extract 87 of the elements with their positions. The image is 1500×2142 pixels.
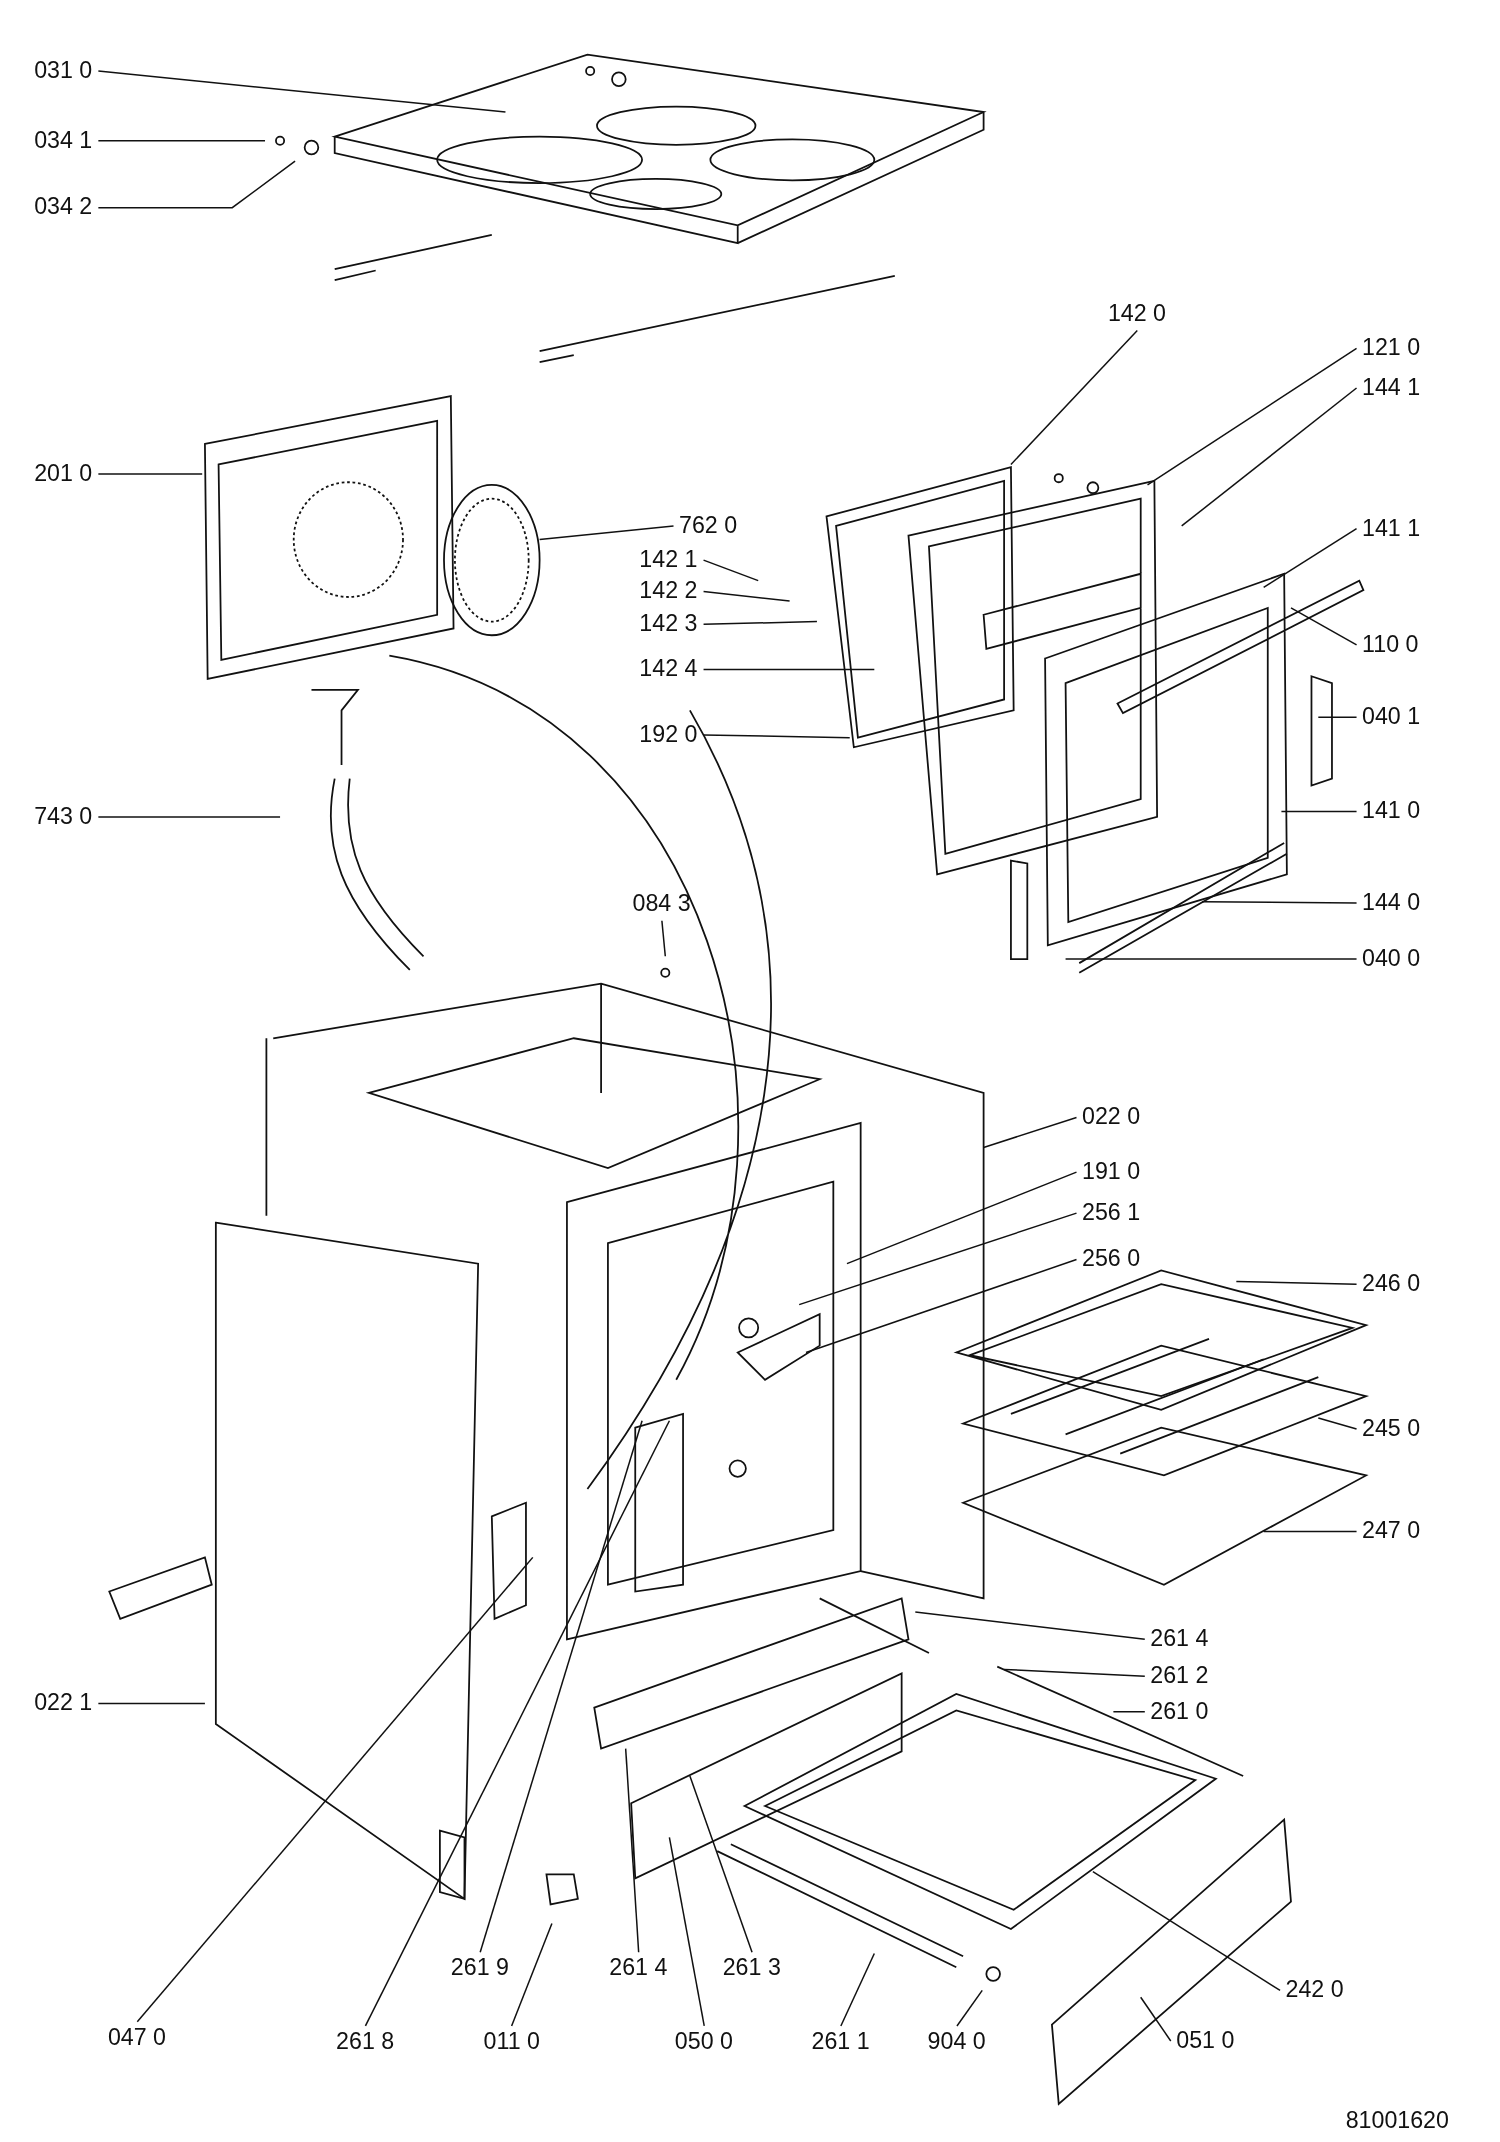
leader-line	[97, 139, 266, 142]
leader-line	[510, 1922, 553, 2027]
callout-number: 261 4	[609, 1956, 668, 1981]
callout-number: 762 0	[678, 513, 738, 539]
callout-number: 261 4	[1150, 1627, 1209, 1652]
leader-line	[805, 1258, 1078, 1354]
callout-number: 256 1	[1081, 1200, 1141, 1226]
callout-number: 022 0	[1081, 1105, 1141, 1130]
callout-number: 261 9	[450, 1956, 509, 1981]
leader-line	[668, 1836, 705, 2027]
callout-number: 191 0	[1081, 1159, 1141, 1185]
leader-line	[364, 1420, 671, 2027]
callout-number: 142 0	[1107, 301, 1167, 327]
callout-number: 142 3	[639, 612, 698, 637]
leader-line	[1317, 1417, 1358, 1430]
callout-number: 247 0	[1362, 1519, 1421, 1544]
leader-line	[1139, 1996, 1172, 2042]
callout-number: 034 2	[34, 195, 93, 220]
leader-line	[1201, 900, 1358, 904]
leader-line	[840, 1952, 876, 2027]
leader-line	[661, 920, 667, 958]
callout-number: 121 0	[1362, 336, 1421, 361]
leader-line	[702, 559, 759, 582]
leader-line	[1003, 1668, 1146, 1677]
callout-number: 144 0	[1362, 890, 1421, 916]
callout-number: 261 2	[1150, 1663, 1209, 1689]
leader-line	[624, 1747, 640, 1953]
leader-line	[982, 1116, 1078, 1149]
callout-number: 011 0	[483, 2030, 540, 2055]
leader-line	[1235, 1280, 1358, 1285]
callout-number: 040 1	[1362, 704, 1421, 730]
leader-line	[136, 1556, 534, 2023]
callout-number: 904 0	[927, 2030, 986, 2055]
leader-line	[97, 1702, 206, 1705]
callout-number: 261 0	[1150, 1699, 1209, 1725]
leader-line	[97, 160, 296, 209]
leader-line	[702, 590, 791, 602]
drawing-number: 81001620	[1345, 2109, 1449, 2134]
leader-line	[914, 1611, 1146, 1641]
callout-number: 245 0	[1362, 1416, 1421, 1442]
leader-line	[1317, 716, 1358, 718]
callout-number: 261 1	[811, 2030, 870, 2055]
callout-number: 144 1	[1362, 375, 1421, 401]
leader-line	[956, 1989, 983, 2027]
callout-number: 084 3	[632, 892, 691, 917]
leader-line	[538, 525, 675, 541]
leader-line	[702, 668, 876, 671]
leader-line	[1262, 527, 1358, 589]
callout-number: 031 0	[34, 58, 93, 84]
leader-line	[1092, 1870, 1281, 1992]
leader-line	[1146, 347, 1358, 486]
callout-number: 142 4	[639, 657, 698, 682]
leader-line	[846, 1171, 1078, 1265]
leader-line	[97, 70, 507, 113]
leader-line	[1262, 1530, 1358, 1533]
callout-number: 743 0	[34, 804, 93, 830]
callout-number: 040 0	[1362, 946, 1421, 972]
callout-number: 050 0	[674, 2030, 733, 2055]
callout-number: 142 1	[639, 547, 698, 573]
leader-line	[1010, 329, 1139, 466]
leader-line	[702, 734, 851, 739]
leader-line	[97, 816, 281, 818]
leader-line	[689, 1775, 753, 1953]
callout-number: 192 0	[639, 722, 698, 748]
callout-number: 261 8	[336, 2030, 395, 2055]
callout-number: 256 0	[1081, 1247, 1141, 1272]
leader-line	[97, 473, 203, 475]
callout-number: 141 0	[1362, 799, 1421, 824]
callout-number: 022 1	[34, 1691, 93, 1716]
callout-number: 110 0	[1362, 632, 1419, 658]
leader-line	[1064, 958, 1358, 960]
leader-line	[1280, 810, 1358, 813]
leader-line	[1180, 387, 1358, 527]
callout-number: 034 1	[34, 128, 93, 153]
leader-line	[1290, 607, 1358, 646]
callout-number: 261 3	[722, 1956, 781, 1981]
callout-number: 246 0	[1362, 1271, 1421, 1297]
callout-number: 242 0	[1285, 1978, 1344, 2003]
callout-number: 141 1	[1362, 516, 1421, 541]
callout-number: 047 0	[107, 2025, 167, 2051]
leader-line	[1112, 1711, 1146, 1713]
leader-line	[798, 1212, 1078, 1306]
leader-line	[479, 1420, 643, 1953]
callout-number: 142 2	[639, 579, 698, 604]
callout-number: 201 0	[34, 461, 93, 487]
leader-line	[702, 620, 818, 626]
callout-number: 051 0	[1176, 2028, 1235, 2054]
